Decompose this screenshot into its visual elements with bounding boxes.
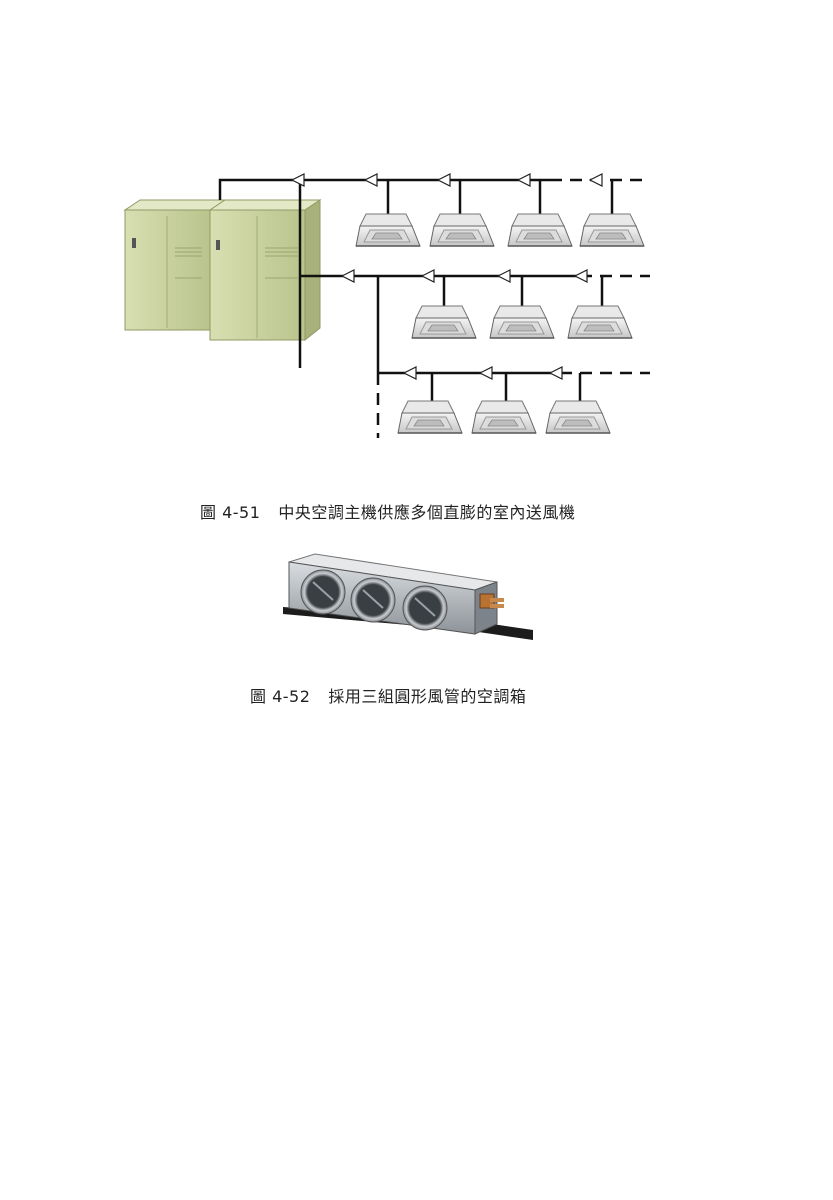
figure-central-ac-system [120,168,660,448]
figure-title: 中央空調主機供應多個直膨的室內送風機 [278,503,576,522]
figure-title: 採用三組圓形風管的空調箱 [328,687,527,706]
indoor-fan-units [355,213,645,434]
figure-caption: 圖 4-52 採用三組圓形風管的空調箱 [250,683,526,707]
figure-air-handler-box [275,552,535,652]
pipe-connections [479,593,504,609]
duct-collars [300,569,448,631]
figure-caption: 圖 4-51 中央空調主機供應多個直膨的室內送風機 [200,499,575,523]
central-ac-diagram [123,173,650,438]
air-handler-illustration [283,553,533,640]
outdoor-unit [123,199,322,342]
figure-number: 圖 4-52 [250,687,311,706]
figure-number: 圖 4-51 [200,503,261,522]
